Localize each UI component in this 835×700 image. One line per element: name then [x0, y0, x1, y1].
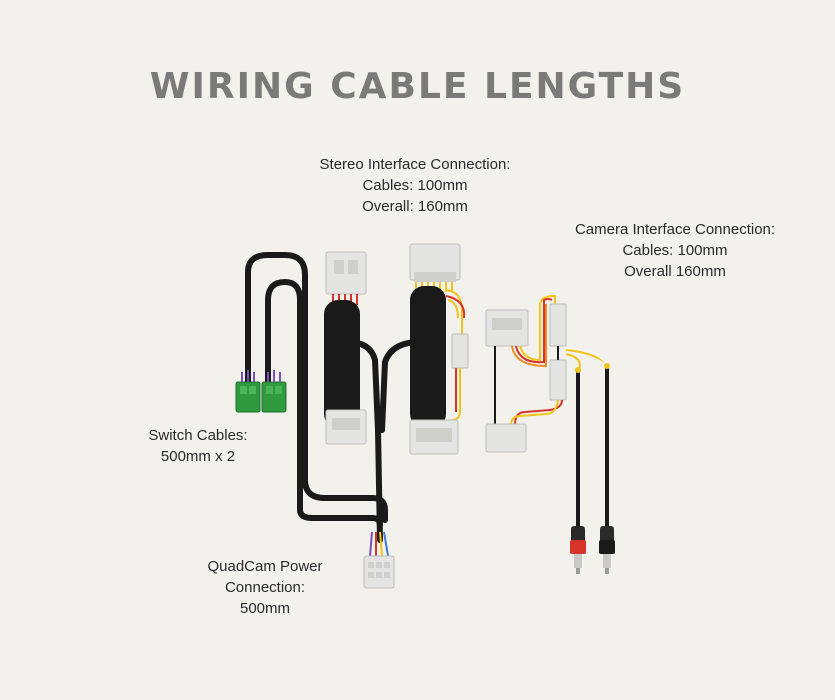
switch-cables-label: Switch Cables: 500mm x 2 — [128, 425, 268, 467]
switch-length: 500mm x 2 — [160, 448, 236, 465]
switch-heading: Switch Cables: — [148, 427, 248, 444]
quadcam-length: 500mm — [239, 600, 291, 617]
quadcam-power-label: QuadCam Power Connection: 500mm — [185, 556, 345, 619]
quadcam-subheading: Connection: — [224, 579, 306, 596]
quadcam-power-connector — [363, 531, 395, 589]
rca-plug-black-icon — [599, 526, 615, 574]
camera-cables-length: Cables: 100mm — [622, 242, 728, 259]
rca-cables — [575, 363, 610, 528]
quadcam-heading: QuadCam Power — [207, 558, 323, 575]
stereo-cables-length: Cables: 100mm — [362, 177, 468, 194]
camera-interface-harness — [485, 294, 609, 453]
switch-connector-1 — [235, 370, 261, 413]
page-title: WIRING CABLE LENGTHS — [149, 66, 686, 107]
stereo-heading: Stereo Interface Connection: — [319, 156, 511, 173]
stereo-connector-small — [324, 251, 367, 445]
camera-heading: Camera Interface Connection: — [574, 221, 776, 238]
switch-connector-2 — [261, 370, 287, 413]
stereo-overall-length: Overall: 160mm — [362, 198, 468, 215]
stereo-connector-large — [409, 243, 469, 455]
camera-overall-length: Overall 160mm — [624, 263, 726, 280]
rca-plug-red-icon — [570, 526, 586, 574]
camera-interface-label: Camera Interface Connection: Cables: 100… — [555, 219, 795, 282]
stereo-interface-label: Stereo Interface Connection: Cables: 100… — [290, 154, 540, 217]
